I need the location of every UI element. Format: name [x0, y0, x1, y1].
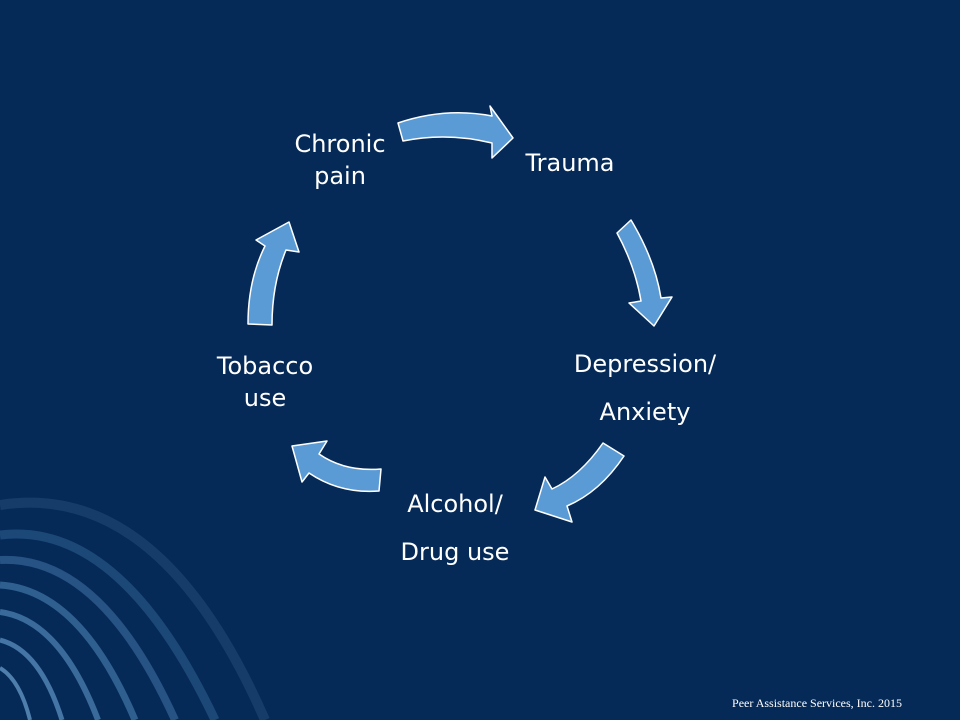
node-alcohol: Alcohol/ Drug use: [370, 480, 540, 576]
node-alcohol-line-2: Drug use: [400, 538, 510, 566]
node-depression-line-1: Depression/: [573, 350, 717, 378]
swoosh-arc: [0, 581, 139, 720]
arrow-depression-to-alcohol: [534, 442, 625, 523]
node-tobacco-line-1: Tobacco: [216, 352, 314, 380]
node-depression-line-2: Anxiety: [599, 398, 691, 426]
swoosh-arc: [0, 555, 179, 720]
node-chronic-pain: Chronic pain: [270, 128, 410, 192]
swoosh-arc: [0, 609, 101, 720]
arrow-chronic-to-trauma: [397, 105, 514, 159]
node-chronic-line-1: Chronic: [294, 130, 386, 158]
swoosh-arc: [0, 529, 220, 720]
swoosh-arc: [0, 637, 65, 720]
node-tobacco: Tobacco use: [195, 350, 335, 414]
swoosh-arc: [0, 666, 32, 720]
node-depression: Depression/ Anxiety: [545, 340, 745, 436]
arrow-tobacco-to-chronic: [247, 221, 300, 326]
swoosh-arc: [0, 497, 270, 720]
node-alcohol-line-1: Alcohol/: [407, 490, 503, 518]
node-chronic-line-2: pain: [314, 162, 366, 190]
node-trauma-line-1: Trauma: [525, 149, 615, 177]
arrow-alcohol-to-tobacco: [291, 440, 382, 493]
footer-credit: Peer Assistance Services, Inc. 2015: [732, 696, 902, 710]
arrow-trauma-to-depression: [616, 219, 673, 327]
node-tobacco-line-2: use: [243, 384, 287, 412]
node-trauma: Trauma: [500, 146, 640, 180]
